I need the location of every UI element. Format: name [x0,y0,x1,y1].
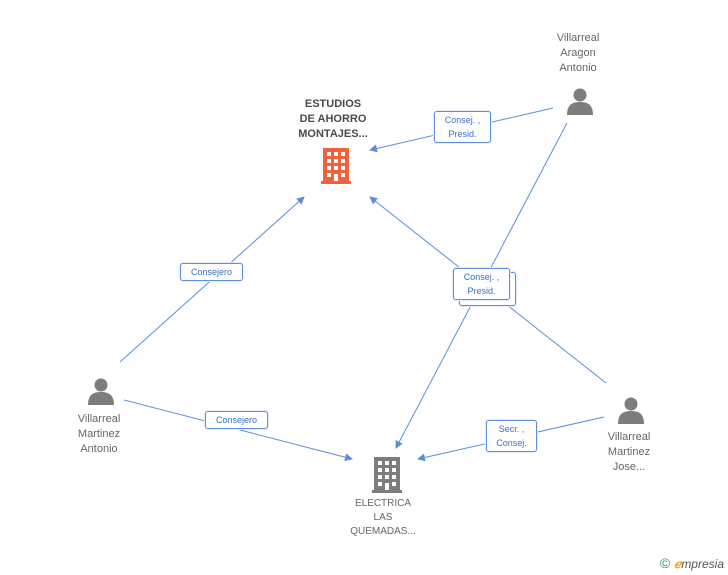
edge-label-antonio-estudios[interactable]: Consejero [180,263,243,281]
node-electrica-line-1: ELECTRICA [354,498,412,509]
edge-label-center[interactable]: Consej. , Presid. [453,268,510,300]
edge-label-line: Consej. , [463,272,500,282]
node-estudios-line-2: DE AHORRO [299,113,367,125]
building-icon[interactable] [321,148,351,184]
edge-label-jose-electrica[interactable]: Secr. , Consej. [486,420,537,452]
node-aragon-line-1: Villarreal [556,32,600,44]
edge-label-line: Consej. [496,438,527,448]
brand-e: ℯ [674,557,682,571]
node-martinez-antonio-line-1: Villarreal [77,413,121,425]
person-icon[interactable] [617,396,645,424]
edge-label-antonio-electrica[interactable]: Consejero [205,411,268,429]
node-electrica-line-2: LAS [373,512,393,523]
person-icon[interactable] [566,87,594,115]
edge-antonio-electrica [123,399,353,462]
person-icon[interactable] [87,377,115,405]
edge-label-line: Secr. , [498,424,525,434]
edge-label-line: Consejero [190,267,233,277]
node-aragon-line-3: Antonio [559,62,597,74]
node-estudios-line-3: MONTAJES... [298,128,368,140]
node-electrica-label[interactable]: ELECTRICA LAS QUEMADAS... [333,497,433,539]
node-estudios-label[interactable]: ESTUDIOS DE AHORRO MONTAJES... [283,97,383,142]
node-aragon-line-2: Aragon [560,47,596,59]
node-martinez-jose-line-1: Villarreal [607,431,651,443]
edge-label-line: Presid. [448,129,477,139]
edge-label-line: Consej. , [444,115,481,125]
node-martinez-jose-label[interactable]: Villarreal Martinez Jose... [589,430,669,475]
node-electrica-line-3: QUEMADAS... [350,526,416,537]
node-martinez-jose-line-2: Martinez [607,446,651,458]
node-martinez-jose-line-3: Jose... [612,461,646,473]
node-estudios-line-1: ESTUDIOS [304,98,362,110]
node-aragon-label[interactable]: Villarreal Aragon Antonio [538,31,618,76]
edge-label-line: Consejero [215,415,258,425]
node-martinez-antonio-label[interactable]: Villarreal Martinez Antonio [59,412,139,457]
building-icon[interactable] [372,457,402,493]
edge-label-aragon-estudios[interactable]: Consej. , Presid. [434,111,491,143]
node-martinez-antonio-line-2: Martinez [77,428,121,440]
brand-name: mpresia [681,557,724,571]
copyright-symbol: © [659,555,671,571]
footer-brand: ©ℯmpresia [660,555,724,571]
edge-label-line: Presid. [467,286,496,296]
node-martinez-antonio-line-3: Antonio [80,443,118,455]
